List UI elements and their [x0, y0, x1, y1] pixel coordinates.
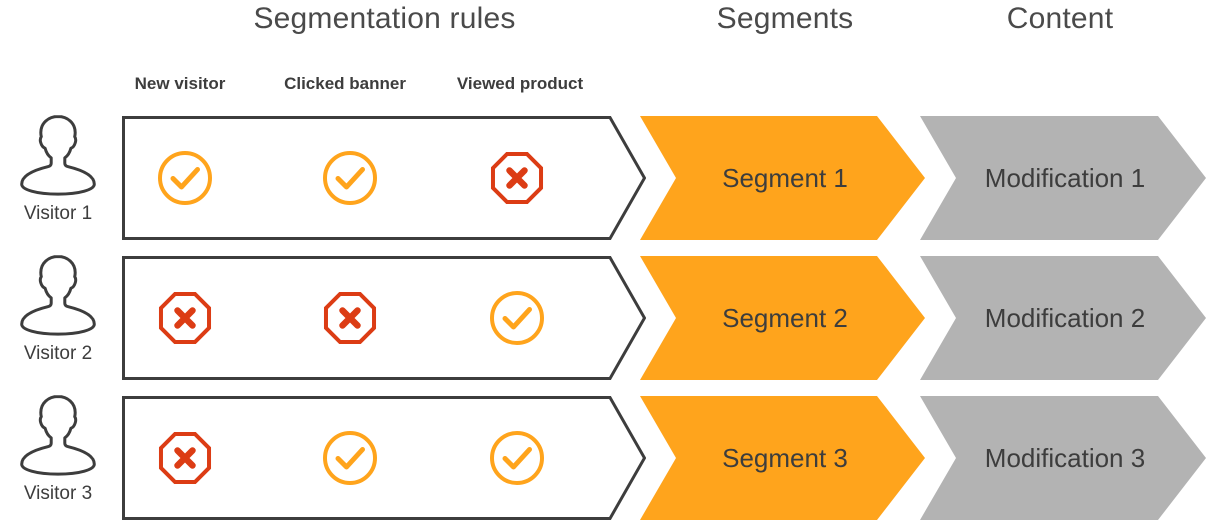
rule-column-header-new-visitor: New visitor	[134, 74, 226, 93]
visitor-label: Visitor 3	[23, 483, 93, 504]
segment-label: Segment 2	[722, 303, 848, 333]
check-circle-icon	[319, 427, 381, 489]
visitor-avatar-block: Visitor 2	[2, 250, 114, 365]
segment-arrow[interactable]	[640, 256, 925, 380]
visitor-row: Visitor 3 Segment 3 Modification 3	[0, 395, 1206, 520]
content-arrow[interactable]	[920, 116, 1206, 240]
segment-label: Segment 1	[722, 163, 848, 193]
visitor-avatar-block: Visitor 3	[2, 390, 114, 505]
cross-octagon-icon-shape	[158, 431, 212, 485]
cross-octagon-icon	[486, 147, 548, 209]
rules-box-shape	[122, 116, 646, 240]
check-circle-icon	[486, 287, 548, 349]
cross-octagon-icon-shape	[490, 151, 544, 205]
segment-arrow[interactable]	[640, 396, 925, 520]
cross-octagon-icon	[154, 287, 216, 349]
segment-label: Segment 3	[722, 443, 848, 473]
content-label: Modification 2	[984, 303, 1146, 333]
person-icon	[2, 110, 114, 202]
person-icon	[2, 250, 114, 342]
check-circle-icon-shape	[323, 431, 377, 485]
check-circle-icon	[319, 147, 381, 209]
content-arrow[interactable]	[920, 256, 1206, 380]
visitor-label: Visitor 2	[23, 343, 93, 364]
person-icon-shape	[20, 115, 96, 196]
segmentation-rules-box	[122, 116, 646, 240]
column-header-segments: Segments	[716, 2, 854, 35]
segment-arrow-shape	[640, 116, 925, 240]
person-icon-shape	[20, 395, 96, 476]
content-label: Modification 3	[984, 443, 1146, 473]
content-arrow[interactable]	[920, 396, 1206, 520]
visitor-row: Visitor 1 Segment 1 Modification 1	[0, 115, 1206, 240]
cross-octagon-icon	[319, 287, 381, 349]
rule-column-header-viewed-product: Viewed product	[456, 74, 584, 93]
visitor-avatar-block: Visitor 1	[2, 110, 114, 225]
cross-octagon-icon-shape	[158, 291, 212, 345]
check-circle-icon	[486, 427, 548, 489]
content-arrow-shape	[920, 256, 1206, 380]
person-icon	[2, 390, 114, 482]
check-circle-icon-shape	[158, 151, 212, 205]
rules-box-shape	[122, 256, 646, 380]
segment-arrow-shape	[640, 396, 925, 520]
check-circle-icon	[154, 147, 216, 209]
segment-arrow-shape	[640, 256, 925, 380]
check-circle-icon-shape	[490, 431, 544, 485]
segmentation-rules-box	[122, 256, 646, 380]
content-arrow-shape	[920, 396, 1206, 520]
content-label: Modification 1	[984, 163, 1146, 193]
rule-column-header-clicked-banner: Clicked banner	[284, 74, 406, 93]
visitor-row: Visitor 2 Segment 2 Modification 2	[0, 255, 1206, 380]
column-header-content: Content	[1006, 2, 1114, 35]
cross-octagon-icon-shape	[323, 291, 377, 345]
rules-box-shape	[122, 396, 646, 520]
check-circle-icon-shape	[490, 291, 544, 345]
column-header-segmentation-rules: Segmentation rules	[253, 2, 516, 35]
segment-arrow[interactable]	[640, 116, 925, 240]
visitor-label: Visitor 1	[23, 203, 93, 224]
check-circle-icon-shape	[323, 151, 377, 205]
person-icon-shape	[20, 255, 96, 336]
content-arrow-shape	[920, 116, 1206, 240]
segmentation-rules-box	[122, 396, 646, 520]
cross-octagon-icon	[154, 427, 216, 489]
